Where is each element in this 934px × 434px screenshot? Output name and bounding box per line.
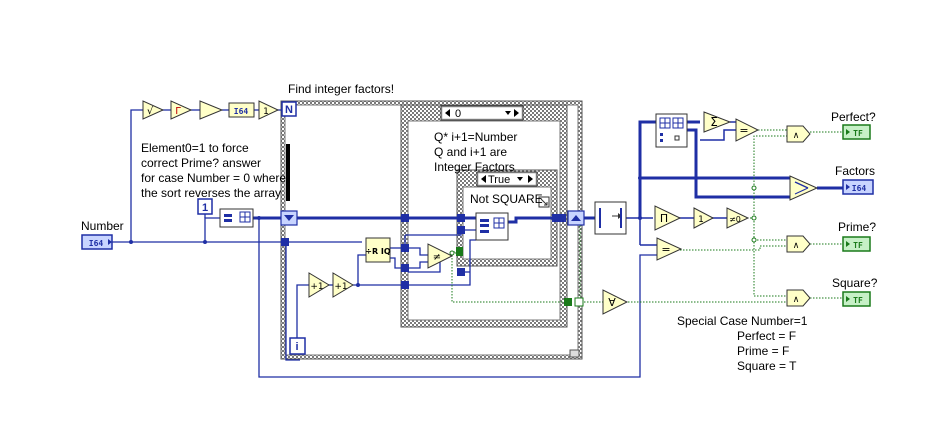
not-equal-zero-glyph: ≠0 bbox=[729, 215, 741, 224]
minus-one-glyph: 1 bbox=[698, 215, 704, 225]
plus-one-a-glyph: +1 bbox=[310, 282, 323, 292]
plus-one-top-glyph: 1 bbox=[263, 107, 269, 117]
and-prime-glyph: ∧ bbox=[793, 241, 800, 251]
perfect-label: Perfect? bbox=[831, 110, 876, 124]
sqrt-node[interactable] bbox=[142, 100, 165, 120]
number-control-type: I64 bbox=[89, 239, 104, 248]
sort-array-node[interactable] bbox=[594, 201, 627, 235]
square-indicator[interactable] bbox=[842, 291, 871, 307]
qr-glyph: ÷R IQ bbox=[365, 247, 391, 256]
plus-one-node-b[interactable] bbox=[332, 272, 354, 298]
product-glyph: Π bbox=[660, 212, 668, 225]
comment-element0-line4: the sort reverses the array bbox=[141, 186, 282, 200]
loop-count-terminal bbox=[281, 101, 297, 117]
equal-node-bottom[interactable] bbox=[656, 237, 683, 261]
build-array-node[interactable] bbox=[219, 208, 254, 228]
constant-one-label: 1 bbox=[202, 202, 208, 214]
not-equal-zero-right-node[interactable] bbox=[726, 207, 750, 229]
square-indicator-type: TF bbox=[853, 296, 863, 305]
factors-indicator-type: I64 bbox=[852, 184, 867, 193]
loop-iteration-terminal bbox=[289, 337, 306, 355]
gamma-node[interactable] bbox=[170, 100, 193, 120]
int-node[interactable] bbox=[199, 100, 224, 120]
to-i64-glyph: I64 bbox=[234, 107, 249, 116]
loop-count-label: N bbox=[285, 104, 293, 116]
comment-not-square: Not SQUARE bbox=[470, 192, 543, 206]
comment-qi-line2: Q and i+1 are bbox=[434, 145, 508, 159]
number-control[interactable] bbox=[81, 234, 113, 250]
loop-resize-handle bbox=[569, 349, 580, 358]
shift-register-left[interactable] bbox=[280, 210, 298, 226]
add-array-elements-node[interactable] bbox=[703, 111, 732, 133]
case-inner-selector-label: True bbox=[488, 174, 510, 186]
comment-special-line4: Square = T bbox=[737, 359, 797, 373]
square-label: Square? bbox=[832, 276, 878, 290]
wires bbox=[112, 109, 843, 378]
sqrt-glyph: √ bbox=[147, 106, 154, 117]
comment-qi-line1: Q* i+1=Number bbox=[434, 130, 518, 144]
and-array-elements-node[interactable] bbox=[602, 289, 629, 315]
perfect-indicator-type: TF bbox=[853, 129, 863, 138]
comment-special-line1: Special Case Number=1 bbox=[677, 314, 808, 328]
prime-indicator-type: TF bbox=[853, 241, 863, 250]
case-outer-selector-label: 0 bbox=[455, 108, 461, 120]
array-subset-node[interactable] bbox=[655, 113, 688, 148]
shift-register-right[interactable] bbox=[567, 210, 585, 226]
quotient-remainder-node[interactable] bbox=[365, 237, 391, 263]
sum-glyph: Σ bbox=[710, 115, 718, 129]
to-i64-node[interactable] bbox=[228, 102, 255, 118]
comment-element0-line2: correct Prime? answer bbox=[141, 156, 262, 170]
and-gate-square[interactable] bbox=[786, 289, 811, 307]
select-node[interactable] bbox=[789, 175, 819, 201]
loop-iteration-label: i bbox=[295, 341, 298, 353]
multiply-array-elements-node[interactable] bbox=[654, 205, 682, 231]
wire-junctions bbox=[129, 176, 642, 287]
resize-icon bbox=[538, 196, 550, 208]
not-equal-glyph: ≠ bbox=[433, 252, 441, 263]
number-label: Number bbox=[81, 219, 124, 233]
perfect-indicator[interactable] bbox=[842, 124, 871, 140]
comment-special-line2: Perfect = F bbox=[737, 329, 797, 343]
comment-qi-line3: Integer Factors bbox=[434, 160, 515, 174]
and-gate-prime[interactable] bbox=[786, 235, 811, 253]
not-equal-zero-node[interactable] bbox=[427, 243, 454, 269]
bool-junctions bbox=[449, 185, 757, 256]
factors-indicator[interactable] bbox=[842, 179, 874, 195]
tunnels bbox=[281, 214, 584, 307]
equal-top-glyph: = bbox=[739, 124, 748, 137]
factors-label: Factors bbox=[835, 164, 876, 178]
and-gate-perfect[interactable] bbox=[786, 125, 811, 143]
case-selector-outer[interactable] bbox=[440, 105, 524, 121]
case-selector-inner[interactable] bbox=[476, 171, 538, 187]
minus-one-node[interactable] bbox=[693, 207, 715, 229]
and-perfect-glyph: ∧ bbox=[793, 131, 800, 141]
plus-one-node-top[interactable] bbox=[258, 100, 280, 120]
insert-into-array-node[interactable] bbox=[475, 212, 509, 241]
comment-special-line3: Prime = F bbox=[737, 344, 790, 358]
comment-element0-line1: Element0=1 to force bbox=[141, 141, 249, 155]
prime-indicator[interactable] bbox=[842, 236, 871, 252]
gamma-glyph: Γ bbox=[175, 106, 181, 117]
constant-one[interactable] bbox=[197, 198, 213, 215]
prime-label: Prime? bbox=[838, 220, 877, 234]
comment-element0-line3: for case Number = 0 where bbox=[141, 171, 287, 185]
bool-tunnel-inner bbox=[456, 247, 463, 256]
comment-divider-bar bbox=[286, 144, 290, 201]
forall-glyph: ∀ bbox=[608, 296, 616, 309]
plus-one-node-a[interactable] bbox=[308, 272, 330, 298]
plus-one-b-glyph: +1 bbox=[334, 282, 347, 292]
equal-bottom-glyph: = bbox=[661, 243, 670, 256]
and-square-glyph: ∧ bbox=[793, 295, 800, 305]
diagram-title: Find integer factors! bbox=[288, 82, 395, 96]
equal-node-top[interactable] bbox=[735, 118, 760, 142]
